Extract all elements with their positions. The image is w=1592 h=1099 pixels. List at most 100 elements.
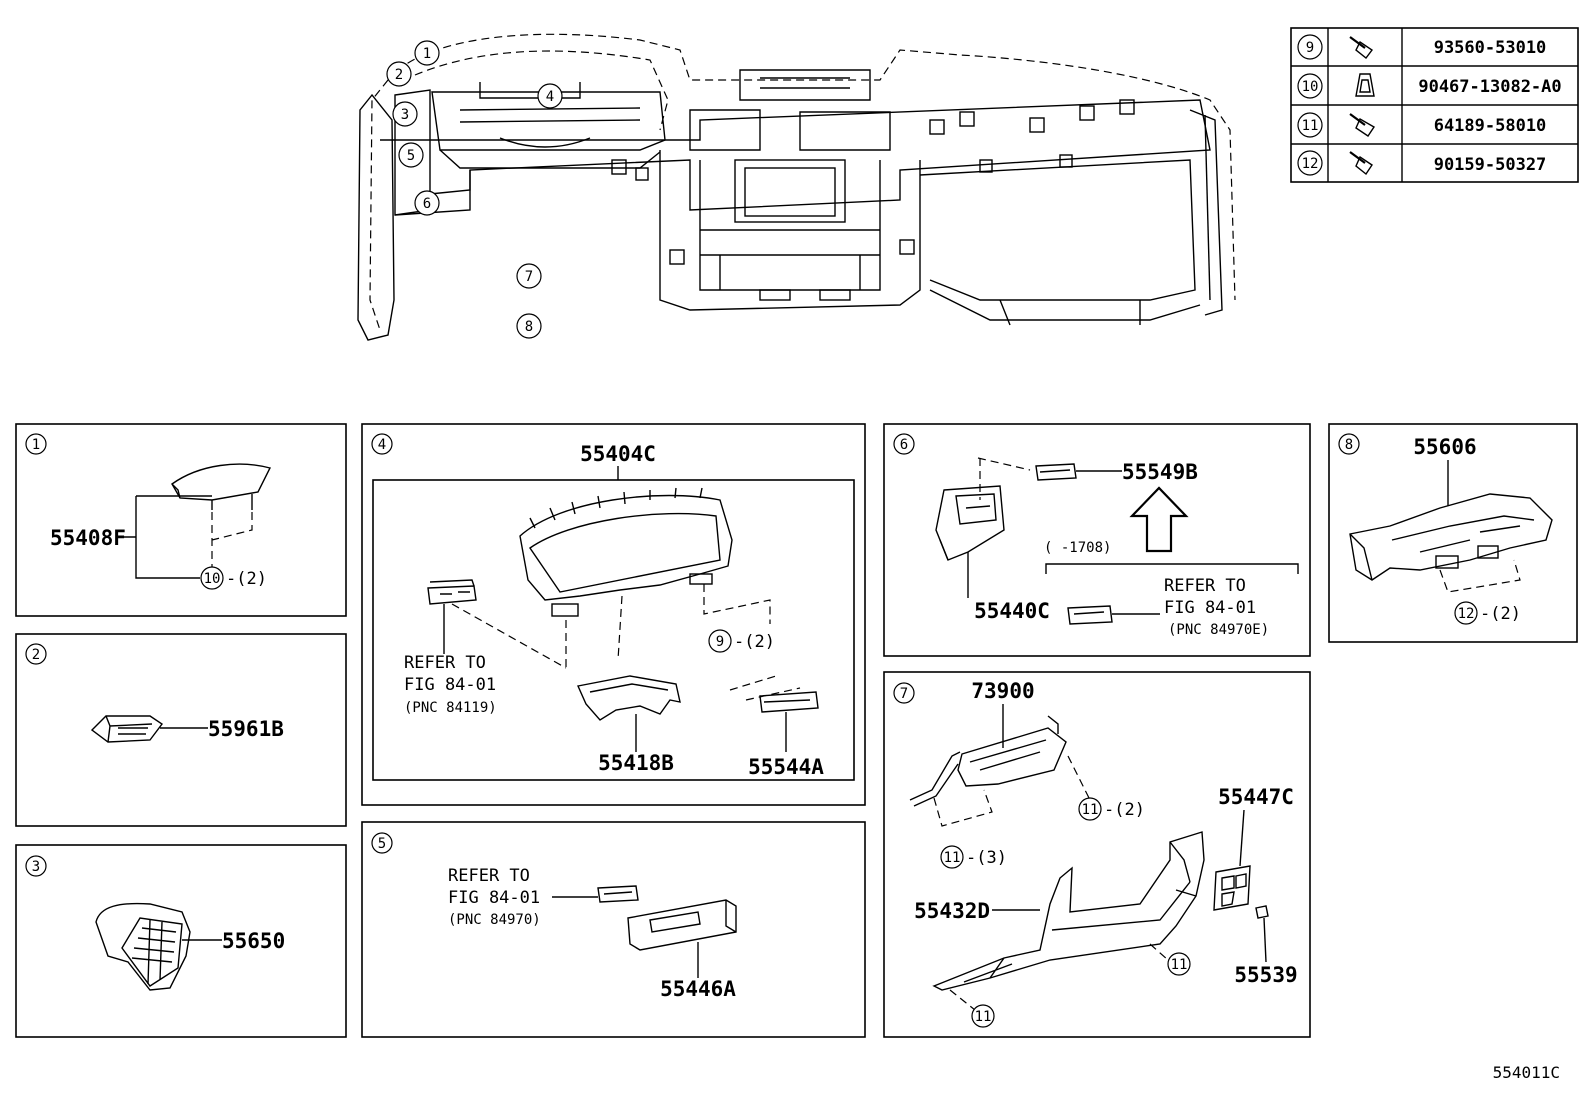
svg-text:FIG 84-01: FIG 84-01 [1164,598,1256,618]
svg-text:1: 1 [32,437,40,453]
svg-text:(PNC 84970): (PNC 84970) [448,912,541,928]
cluster-finish-panel-illustration [519,487,733,617]
svg-text:64189-58010: 64189-58010 [1434,116,1547,136]
bolt-icon [1349,36,1374,59]
svg-text:90159-50327: 90159-50327 [1434,155,1547,175]
svg-text:8: 8 [1345,437,1353,453]
cup-holder-illustration [935,485,1005,561]
svg-text:11: 11 [944,850,961,866]
svg-text:-(2): -(2) [226,569,267,589]
panel-3: 3 55650 [15,844,347,1038]
arrow-up-icon [1129,486,1189,553]
part-number-55961B: 55961B [208,717,284,741]
svg-text:12: 12 [1302,156,1319,172]
svg-text:(PNC 84970E): (PNC 84970E) [1168,622,1269,638]
panel-5: 5 REFER TO FIG 84-01 (PNC 84970) 55446A [361,821,866,1038]
svg-text:(PNC 84119): (PNC 84119) [404,700,497,716]
switch-illustration [1067,605,1113,625]
overview-callout-5: 5 [398,142,424,168]
svg-text:-(2): -(2) [1480,604,1521,624]
svg-text:7: 7 [525,269,533,285]
overview-callout-7: 7 [516,263,542,289]
svg-text:90467-13082-A0: 90467-13082-A0 [1418,77,1561,97]
svg-text:3: 3 [401,107,409,123]
svg-text:REFER TO: REFER TO [404,653,486,673]
svg-text:11: 11 [1171,957,1188,973]
svg-text:2: 2 [395,67,403,83]
part-number-55418B: 55418B [598,751,674,775]
part-number-55446A: 55446A [660,977,736,1001]
part-number-55432D: 55432D [914,899,990,923]
svg-text:1: 1 [423,46,431,62]
svg-text:2: 2 [32,647,40,663]
overview-callout-4: 4 [537,83,563,109]
svg-text:FIG 84-01: FIG 84-01 [404,675,496,695]
panel-2: 2 55961B [15,633,347,827]
part-number-55539: 55539 [1234,963,1297,987]
overview-callout-3: 3 [392,101,418,127]
svg-text:4: 4 [378,437,386,453]
switch-illustration [597,885,639,903]
clip-icon [1355,73,1375,97]
svg-text:10: 10 [204,571,221,587]
svg-text:10: 10 [1302,79,1319,95]
lower-cover-illustration [577,675,681,721]
svg-text:( -1708): ( -1708) [1044,540,1111,556]
bracket-illustration [909,715,1067,807]
svg-text:REFER TO: REFER TO [1164,576,1246,596]
fastener-row-11: 11 64189-58010 [1297,112,1547,138]
panel-8: 8 55606 12 -(2) [1328,423,1578,643]
defroster-nozzle-illustration [171,463,272,510]
part-number-55440C: 55440C [974,599,1050,623]
svg-text:11: 11 [1302,118,1319,134]
part-number-55447C: 55447C [1218,785,1294,809]
svg-text:5: 5 [407,148,415,164]
svg-text:3: 3 [32,859,40,875]
vent-louver-illustration [90,715,164,743]
svg-text:-(2): -(2) [1104,800,1145,820]
switch-panel-illustration [1213,865,1251,911]
glove-box-illustration [932,831,1205,991]
svg-text:6: 6 [423,196,431,212]
part-number-55408F: 55408F [50,526,126,550]
switch-base-illustration [759,691,819,713]
panel-6: 6 55549B 55440C ( -1708) REFER TO FIG 84… [883,423,1311,657]
fastener-row-12: 12 90159-50327 [1297,150,1547,176]
svg-text:4: 4 [546,89,554,105]
svg-text:9: 9 [716,634,724,650]
switch-illustration [427,579,477,605]
side-vent-illustration [95,902,191,991]
svg-text:REFER TO: REFER TO [448,866,530,886]
panel-7: 7 73900 11 -(2) 11 -(3) 55447C 55432D [883,671,1311,1038]
part-number-55544A: 55544A [748,755,824,779]
fastener-row-9: 9 93560-53010 [1297,34,1546,60]
svg-text:-(3): -(3) [966,848,1007,868]
overview-callout-6: 6 [414,190,440,216]
svg-text:7: 7 [900,686,908,702]
overview-callout-8: 8 [516,313,542,339]
figure-code: 554011C [1493,1063,1560,1082]
overview-callout-1: 1 [414,40,440,66]
fastener-row-10: 10 90467-13082-A0 [1297,73,1562,99]
switch-illustration [1035,463,1077,481]
svg-text:9: 9 [1306,40,1314,56]
svg-text:11: 11 [975,1009,992,1025]
svg-text:FIG 84-01: FIG 84-01 [448,888,540,908]
part-number-55650: 55650 [222,929,285,953]
panel-1: 1 55408F 10 -(2) [15,423,347,617]
svg-text:12: 12 [1458,606,1475,622]
dashboard-overview-illustration: 1 2 3 4 5 6 7 8 [357,33,1236,341]
svg-text:11: 11 [1082,802,1099,818]
bolt-icon [1349,113,1375,137]
fastener-table: 9 93560-53010 10 90467-13082-A0 11 64189… [1290,27,1579,183]
clip-illustration [1255,905,1269,919]
part-number-55549B: 55549B [1122,460,1198,484]
part-number-55606: 55606 [1413,435,1476,459]
bolt-icon [1349,151,1373,176]
svg-text:6: 6 [900,437,908,453]
panel-4: 4 55404C REFER TO FIG 84-01 (PNC 84119) … [361,423,866,806]
dash-bracket-illustration [1349,493,1553,581]
overview-callout-2: 2 [386,61,412,87]
svg-text:8: 8 [525,319,533,335]
